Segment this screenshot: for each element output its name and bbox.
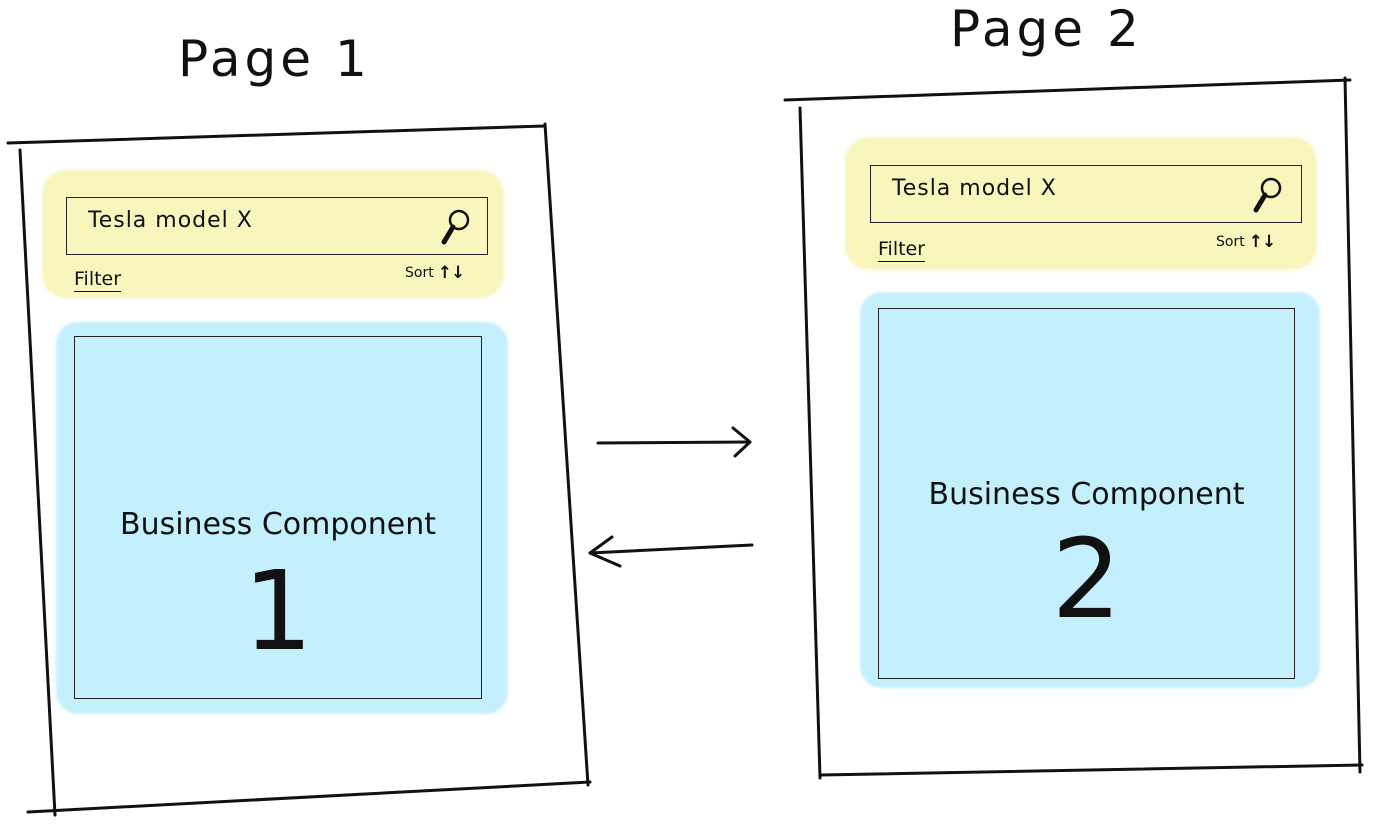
page-1-search-input[interactable] <box>66 197 488 255</box>
page-1-sort-control[interactable]: Sort ↑↓ <box>405 263 465 283</box>
component-1-number: 1 <box>243 547 313 675</box>
page-2-component-highlight <box>860 292 1320 688</box>
sort-arrows-icon: ↑↓ <box>437 263 465 283</box>
sort-arrows-icon: ↑↓ <box>1248 232 1276 252</box>
page-1-filter-link[interactable]: Filter <box>74 268 122 292</box>
arrow-back <box>588 535 754 568</box>
page-2-sort-label: Sort <box>1216 234 1245 250</box>
page-1-sort-label: Sort <box>405 265 434 281</box>
arrow-forward <box>596 426 752 458</box>
page-1-component-highlight <box>56 322 508 714</box>
component-1-label: Business Component <box>120 507 436 542</box>
page-2-frame <box>783 76 1364 780</box>
page-2-search-area-highlight <box>845 137 1317 270</box>
page-1-title: Page 1 <box>178 30 371 88</box>
page-2-search-input[interactable] <box>870 165 1302 223</box>
page-1-frame <box>6 122 592 817</box>
magnifier-icon[interactable] <box>440 208 470 252</box>
page-1-search-text: Tesla model X <box>88 208 253 233</box>
page-2-sort-control[interactable]: Sort ↑↓ <box>1216 232 1276 252</box>
page-2-filter-link[interactable]: Filter <box>878 238 926 262</box>
component-2-number: 2 <box>1051 515 1122 643</box>
magnifier-icon[interactable] <box>1252 176 1282 220</box>
page-2-search-text: Tesla model X <box>892 176 1057 201</box>
page-2-title: Page 2 <box>950 0 1143 58</box>
component-2-label: Business Component <box>928 477 1245 512</box>
page-1-business-component[interactable]: Business Component 1 <box>74 336 482 699</box>
page-1-search-area-highlight <box>42 170 504 298</box>
page-2-business-component[interactable]: Business Component 2 <box>878 308 1295 679</box>
